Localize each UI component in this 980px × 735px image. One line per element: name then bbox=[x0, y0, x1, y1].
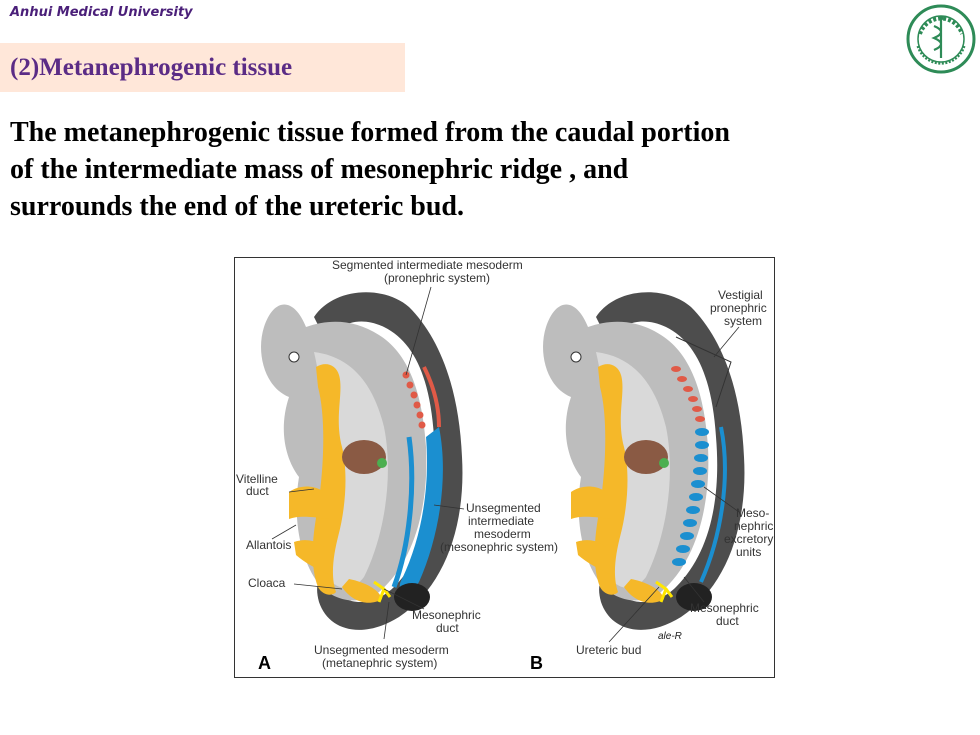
label-mesoderm: mesoderm bbox=[474, 527, 531, 541]
label-unsegmented-mesoderm: Unsegmented mesoderm bbox=[314, 643, 449, 657]
body-paragraph: The metanephrogenic tissue formed from t… bbox=[10, 114, 910, 225]
label-allantois: Allantois bbox=[246, 538, 291, 552]
body-line: surrounds the end of the ureteric bud. bbox=[10, 191, 465, 222]
body-line: The metanephrogenic tissue formed from t… bbox=[10, 117, 730, 148]
label-pronephric: pronephric bbox=[710, 301, 767, 315]
label-meso: Meso- bbox=[736, 506, 769, 520]
label-pronephric-system: (pronephric system) bbox=[384, 271, 490, 285]
label-mesonephric-system: (mesonephric system) bbox=[440, 540, 558, 554]
artist-signature: ale-R bbox=[658, 631, 682, 642]
embryo-panel-a bbox=[261, 292, 463, 630]
label-metanephric-system: (metanephric system) bbox=[322, 656, 437, 670]
label-excretory: excretory bbox=[724, 532, 773, 546]
label-ureteric-bud: Ureteric bud bbox=[576, 643, 641, 657]
label-mesonephric-duct-a: Mesonephric bbox=[412, 608, 481, 622]
body-line: of the intermediate mass of mesonephric … bbox=[10, 154, 629, 185]
embryo-figure: Segmented intermediate mesoderm (proneph… bbox=[234, 257, 775, 678]
label-vestigial: Vestigial bbox=[718, 288, 763, 302]
label-mesonephric-duct-b: Mesonephric bbox=[690, 601, 759, 615]
embryo-panel-b bbox=[543, 292, 745, 630]
label-vitelline-duct: duct bbox=[246, 484, 269, 498]
label-vitelline: Vitelline bbox=[236, 472, 278, 486]
label-system: system bbox=[724, 314, 762, 328]
section-title-bar bbox=[0, 43, 405, 92]
university-name: Anhui Medical University bbox=[10, 5, 193, 20]
panel-b-letter: B bbox=[530, 653, 543, 673]
label-cloaca: Cloaca bbox=[248, 576, 286, 590]
panel-a-letter: A bbox=[258, 653, 271, 673]
label-units: units bbox=[736, 545, 761, 559]
label-unsegmented-intermediate: Unsegmented bbox=[466, 501, 541, 515]
section-title: (2)Metanephrogenic tissue bbox=[10, 54, 293, 81]
label-intermediate: intermediate bbox=[468, 514, 534, 528]
label-duct-a: duct bbox=[436, 621, 459, 635]
university-seal-logo bbox=[906, 4, 976, 74]
label-segmented-mesoderm: Segmented intermediate mesoderm bbox=[332, 258, 523, 272]
label-duct-b: duct bbox=[716, 614, 739, 628]
label-nephric: nephric bbox=[734, 519, 773, 533]
